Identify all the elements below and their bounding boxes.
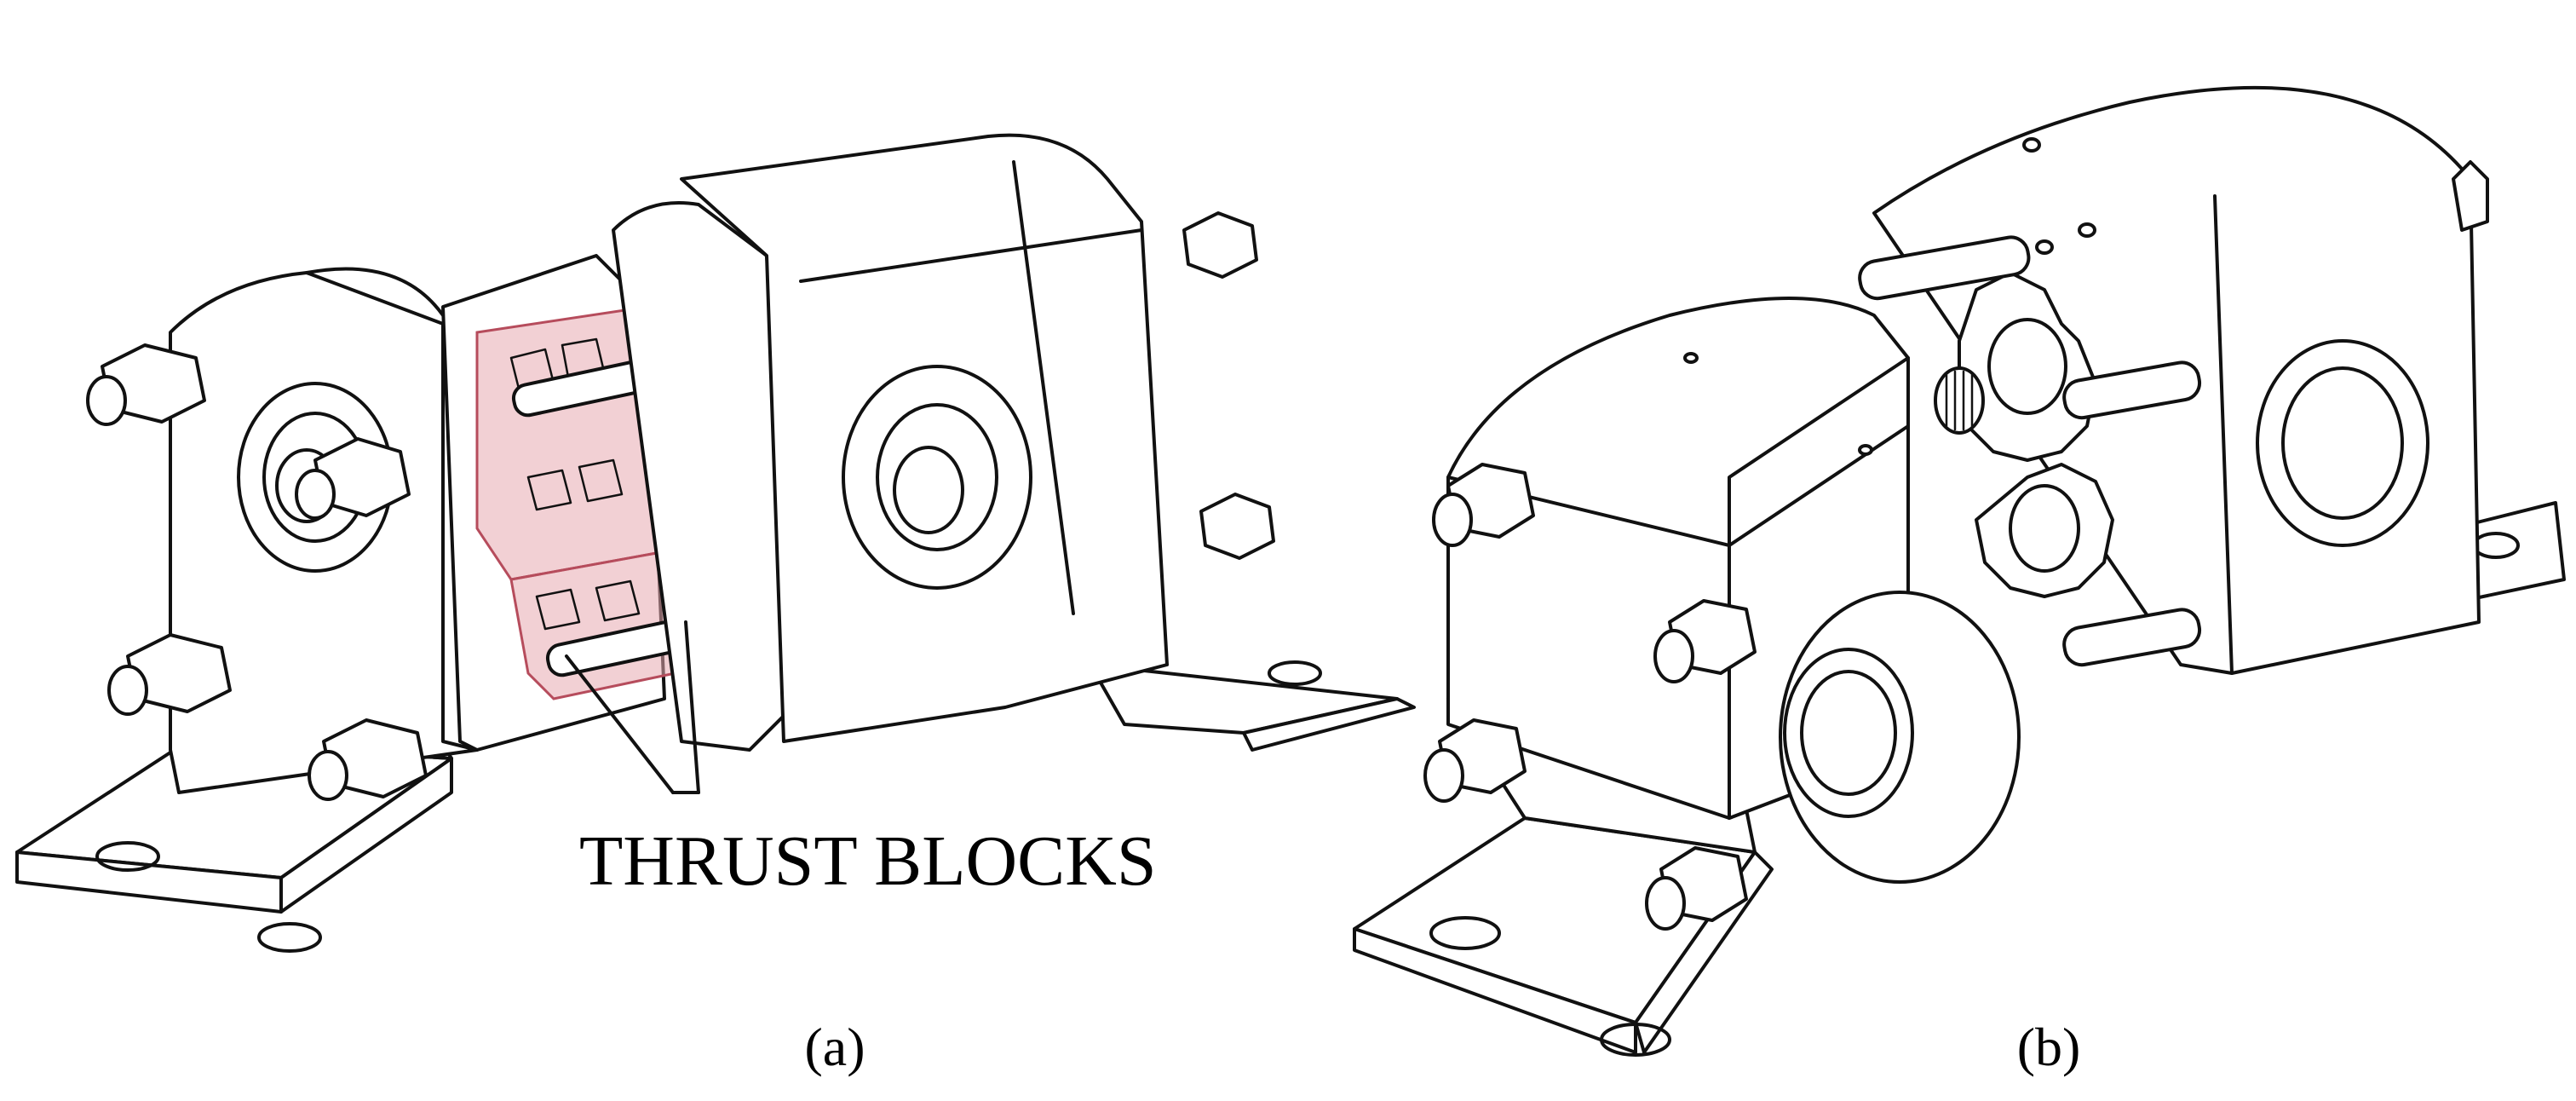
panel-a-caption: (a)	[804, 1017, 865, 1077]
panel-b-bolt-top	[1432, 463, 1535, 547]
panel-a-gear-section	[441, 254, 801, 752]
panel-a-bolt-top-left	[86, 343, 206, 426]
panel-a-drawing: THRUST BLOCKS (a)	[15, 133, 1416, 1077]
panel-b-gears	[1858, 235, 2202, 667]
panel-b-bolt-lower-left	[1423, 718, 1527, 803]
panel-b-bolt-bottom	[1645, 846, 1748, 931]
panel-a-bolt-center	[295, 437, 411, 520]
panel-b-caption: (b)	[2017, 1017, 2081, 1077]
panel-a-pump-body	[612, 133, 1275, 752]
panel-b-mounting-bracket	[1353, 501, 2566, 1057]
thrust-blocks-leaders	[565, 620, 700, 794]
panel-a-bolt-bottom	[308, 718, 428, 801]
panel-a-bolt-mid-left	[107, 633, 232, 716]
panel-b-front-housing	[1446, 297, 2021, 884]
panel-a-front-cover	[169, 267, 479, 794]
panel-b-drawing: (b)	[1353, 85, 2566, 1077]
thrust-blocks-label: THRUST BLOCKS	[579, 821, 1157, 901]
panel-b-bolt-mid	[1653, 599, 1757, 683]
